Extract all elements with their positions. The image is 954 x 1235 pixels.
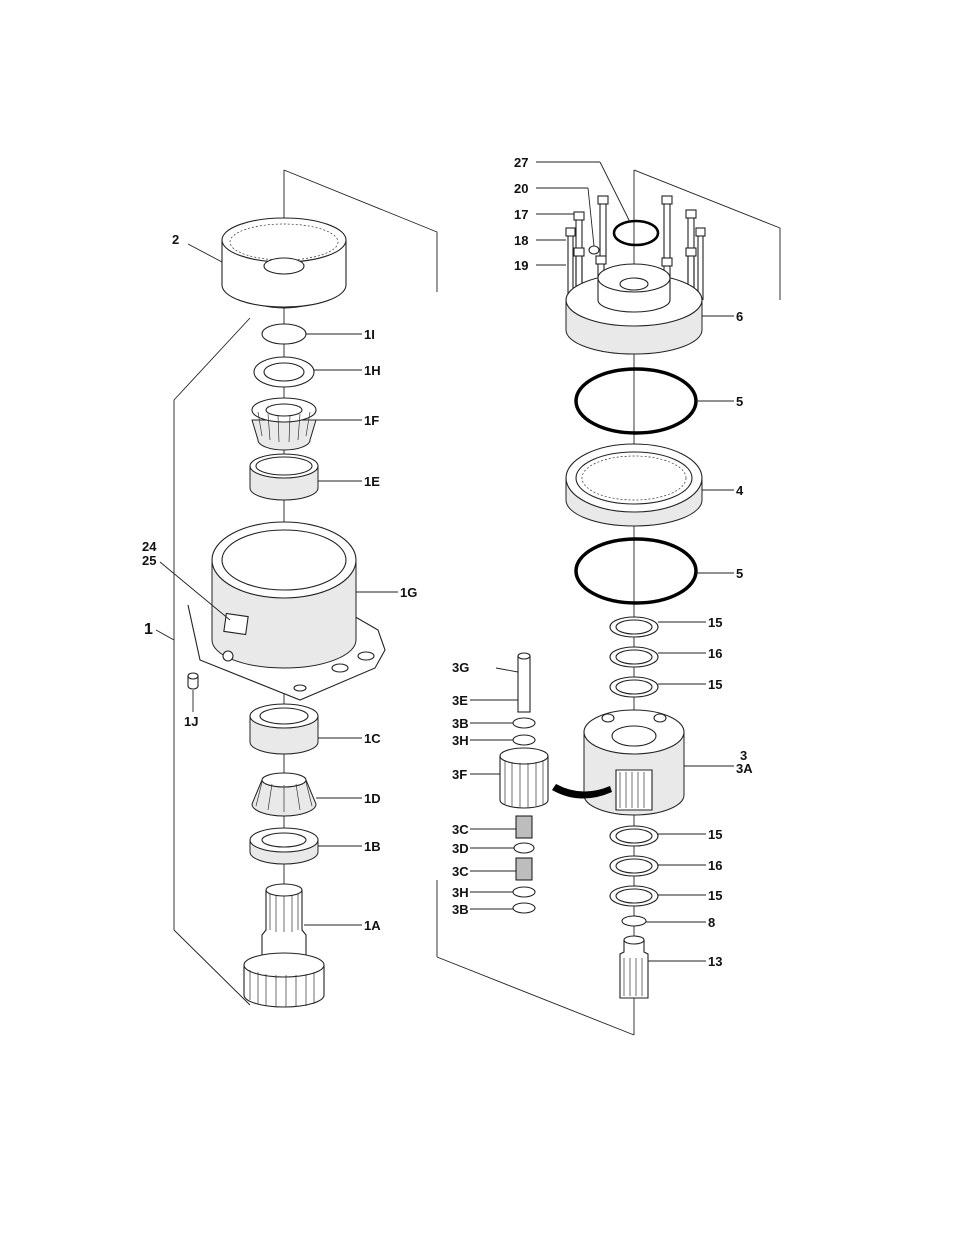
callout-25: 25 — [142, 553, 156, 568]
part-6-cover — [565, 263, 703, 355]
install-arrow — [552, 784, 612, 799]
right-leaders — [470, 161, 734, 962]
callout-19: 19 — [514, 258, 528, 273]
part-2-ring-gear — [221, 217, 347, 309]
thrust-washers-lower — [609, 825, 659, 907]
part-3-planet-carrier — [583, 709, 685, 816]
callout-3h-upper: 3H — [452, 733, 469, 748]
callout-3f: 3F — [452, 767, 467, 782]
callout-1c: 1C — [364, 731, 381, 746]
part-3h-washer-upper — [512, 734, 536, 746]
callout-3e: 3E — [452, 693, 468, 708]
part-5-o-ring-upper — [574, 367, 698, 435]
right-assembly: 27 20 17 18 19 6 5 4 5 15 16 15 3G 3E 3B… — [436, 155, 781, 1036]
callout-1f: 1F — [364, 413, 379, 428]
callout-3d: 3D — [452, 841, 469, 856]
part-3f-planet-gear — [499, 747, 549, 809]
callout-13: 13 — [708, 954, 722, 969]
callout-3c-upper: 3C — [452, 822, 469, 837]
callout-1g: 1G — [400, 585, 417, 600]
callout-1h: 1H — [364, 363, 381, 378]
part-3g-3e-pin-shaft — [495, 652, 531, 713]
left-assembly: 2 1I 1H 1F 1E 24 25 1G 1 1J 1C 1D 1B 1A — [142, 169, 438, 1008]
callout-6: 6 — [736, 309, 743, 324]
part-1i-snap-ring — [261, 323, 307, 345]
callout-16-a: 16 — [708, 646, 722, 661]
right-bottom-frame — [436, 956, 635, 1036]
callout-1d: 1D — [364, 791, 381, 806]
callout-3a: 3A — [736, 761, 753, 776]
callout-3c-lower: 3C — [452, 864, 469, 879]
callout-1: 1 — [144, 621, 153, 638]
part-3c-needle-bearings — [512, 815, 536, 914]
callout-1a: 1A — [364, 918, 381, 933]
callout-2: 2 — [172, 232, 179, 247]
callout-1i: 1I — [364, 327, 375, 342]
callout-5-upper: 5 — [736, 394, 743, 409]
callout-8: 8 — [708, 915, 715, 930]
callout-4: 4 — [736, 483, 744, 498]
part-1c-bearing-cup — [249, 703, 319, 755]
callout-18: 18 — [514, 233, 528, 248]
part-13-sun-gear — [619, 935, 649, 999]
callout-3b-lower: 3B — [452, 902, 469, 917]
assembly-1-bracket — [173, 317, 251, 1006]
part-3b-ring-upper — [512, 717, 536, 729]
callout-16-b: 16 — [708, 858, 722, 873]
part-1j-plug — [187, 672, 199, 690]
part-27-o-ring — [612, 219, 660, 247]
part-1g-housing — [187, 521, 386, 701]
callout-15-b: 15 — [708, 677, 722, 692]
thrust-washers-upper — [609, 616, 659, 698]
part-1f-bearing — [251, 397, 317, 451]
callout-1e: 1E — [364, 474, 380, 489]
callout-1j: 1J — [184, 714, 198, 729]
callout-5-lower: 5 — [736, 566, 743, 581]
callout-27: 27 — [514, 155, 528, 170]
callout-3g: 3G — [452, 660, 469, 675]
callout-3b-upper: 3B — [452, 716, 469, 731]
right-top-frame — [633, 169, 781, 300]
callout-1b: 1B — [364, 839, 381, 854]
left-leaders — [155, 243, 398, 926]
callout-3h-lower: 3H — [452, 885, 469, 900]
callout-3: 3 — [740, 748, 747, 763]
callout-15-c: 15 — [708, 827, 722, 842]
part-4-ring-gear — [565, 443, 703, 527]
part-1e-bearing-cup — [249, 453, 319, 501]
part-1d-bearing — [251, 772, 317, 817]
callout-24: 24 — [142, 539, 157, 554]
part-8-snap-ring — [621, 915, 647, 927]
callout-17: 17 — [514, 207, 528, 222]
part-5-o-ring-lower — [574, 537, 698, 605]
part-1a-pinion-shaft — [243, 883, 325, 1008]
callout-20: 20 — [514, 181, 528, 196]
top-frame-line — [283, 169, 438, 292]
callout-15-a: 15 — [708, 615, 722, 630]
part-1b-seal — [249, 827, 319, 865]
callout-15-d: 15 — [708, 888, 722, 903]
part-1h-washer — [253, 356, 315, 388]
